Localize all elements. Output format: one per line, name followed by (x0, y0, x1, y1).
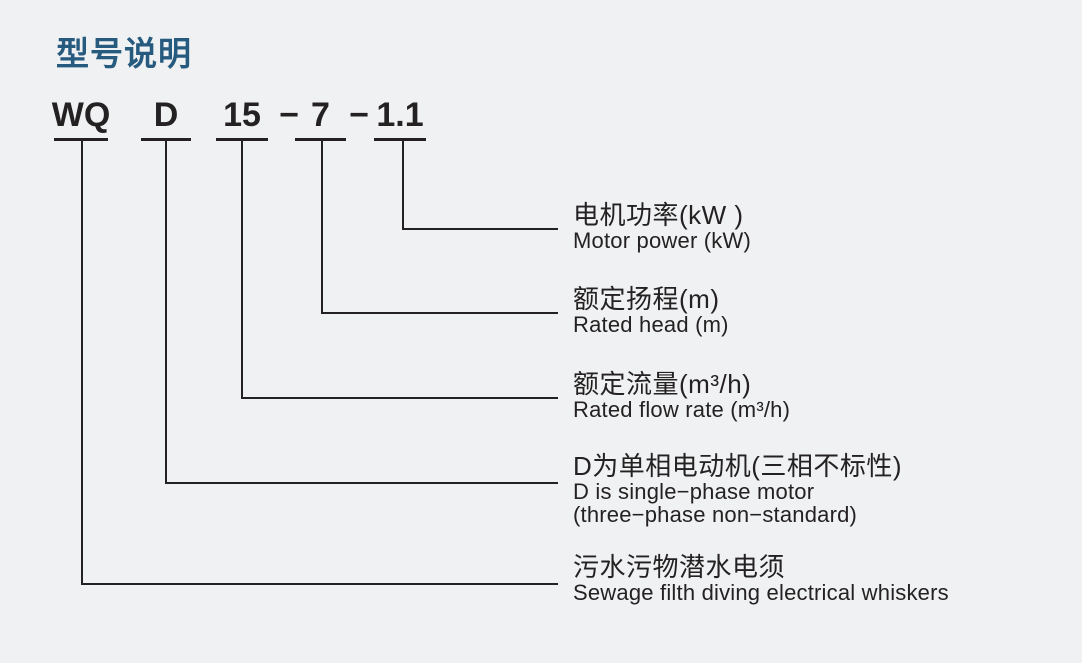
model-code-separator-2: − (349, 96, 369, 134)
model-code-separator-1: − (279, 96, 299, 134)
legend-power: 电机功率(kW ) Motor power (kW) (573, 201, 751, 252)
legend-motor-en-line1: D is single−phase motor (573, 479, 815, 504)
connector-line-motor (165, 141, 558, 484)
legend-flow: 额定流量(m³/h) Rated flow rate (m³/h) (573, 370, 790, 421)
connector-line-head (321, 141, 558, 314)
model-code-segment-motor: D (141, 97, 191, 141)
legend-motor-zh: D为单相电动机(三相不标性) (573, 451, 903, 481)
model-code-segment-series: WQ (51, 96, 111, 141)
model-code-power-text: 1.1 (376, 96, 424, 134)
connector-line-series (81, 141, 558, 585)
model-code-segment-flow: 15 (216, 97, 268, 141)
legend-motor-en-line2: (three−phase non−standard) (573, 502, 858, 527)
legend-power-zh: 电机功率(kW ) (573, 200, 744, 230)
page-title: 型号说明 (56, 35, 192, 72)
legend-motor: D为单相电动机(三相不标性) D is single−phase motor (… (573, 452, 902, 526)
legend-flow-en: Rated flow rate (m³/h) (573, 397, 791, 422)
legend-head: 额定扬程(m) Rated head (m) (573, 285, 729, 336)
legend-series-en: Sewage filth diving electrical whiskers (573, 580, 949, 605)
model-code-segment-head: 7 (295, 97, 346, 141)
legend-series-zh: 污水污物潜水电须 (573, 552, 786, 582)
legend-head-en: Rated head (m) (573, 312, 729, 337)
connector-line-flow (241, 141, 558, 399)
model-code-motor-text: D (153, 96, 179, 134)
model-code-segment-power: 1.1 (374, 97, 426, 141)
legend-power-en: Motor power (kW) (573, 228, 751, 253)
legend-head-zh: 额定扬程(m) (573, 284, 720, 314)
legend-flow-zh: 额定流量(m³/h) (573, 369, 752, 399)
connector-line-power (402, 141, 558, 230)
model-code-flow-text: 15 (223, 96, 261, 134)
legend-series: 污水污物潜水电须 Sewage filth diving electrical … (573, 553, 949, 604)
model-code-head-text: 7 (311, 96, 330, 134)
model-code-series-text: WQ (51, 96, 111, 134)
